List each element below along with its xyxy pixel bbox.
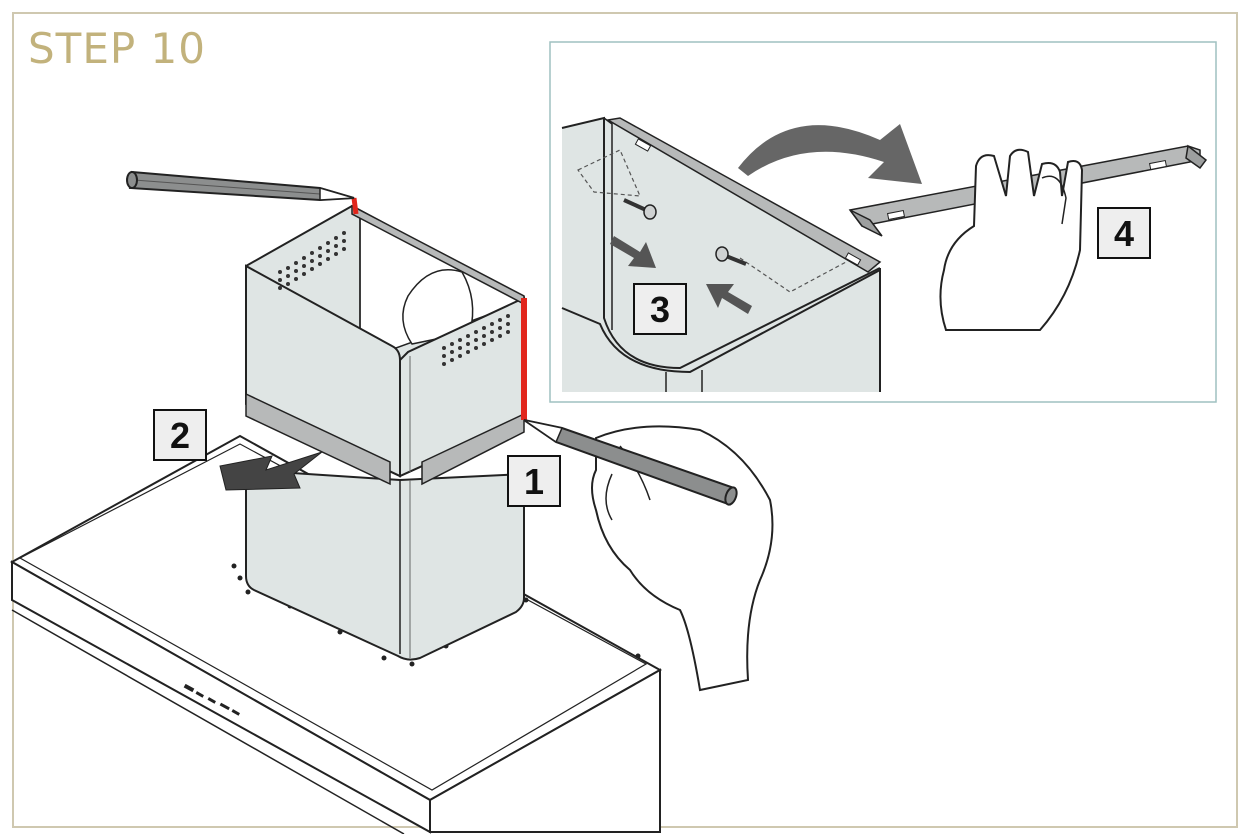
arrow-icon — [219, 451, 323, 491]
joint-band — [245, 392, 525, 486]
screw-icon — [715, 246, 747, 266]
callout-2: 2 — [153, 409, 207, 461]
vent-holes-left — [278, 231, 346, 290]
callout-3-label: 3 — [650, 289, 670, 330]
screw-icon — [623, 198, 657, 220]
red-mark-top — [351, 197, 359, 215]
pencil-icon — [523, 419, 738, 506]
arrow-icon — [738, 124, 922, 184]
callout-1-label: 1 — [524, 461, 544, 502]
callout-2-label: 2 — [170, 415, 190, 456]
arrow-icon — [706, 284, 752, 314]
callout-1: 1 — [507, 455, 561, 507]
callout-4-label: 4 — [1114, 213, 1134, 254]
arrow-icon — [610, 236, 656, 268]
bracket-rail — [605, 117, 882, 273]
vent-holes-right — [442, 314, 510, 366]
control-panel — [183, 683, 240, 716]
pencil-icon — [126, 170, 355, 202]
callout-3: 3 — [633, 283, 687, 335]
callout-4: 4 — [1097, 207, 1151, 259]
chimney — [245, 197, 527, 661]
hand-icon — [939, 148, 1084, 331]
detail-inset: 3 4 — [549, 41, 1217, 403]
step-title: STEP 10 — [28, 24, 206, 73]
